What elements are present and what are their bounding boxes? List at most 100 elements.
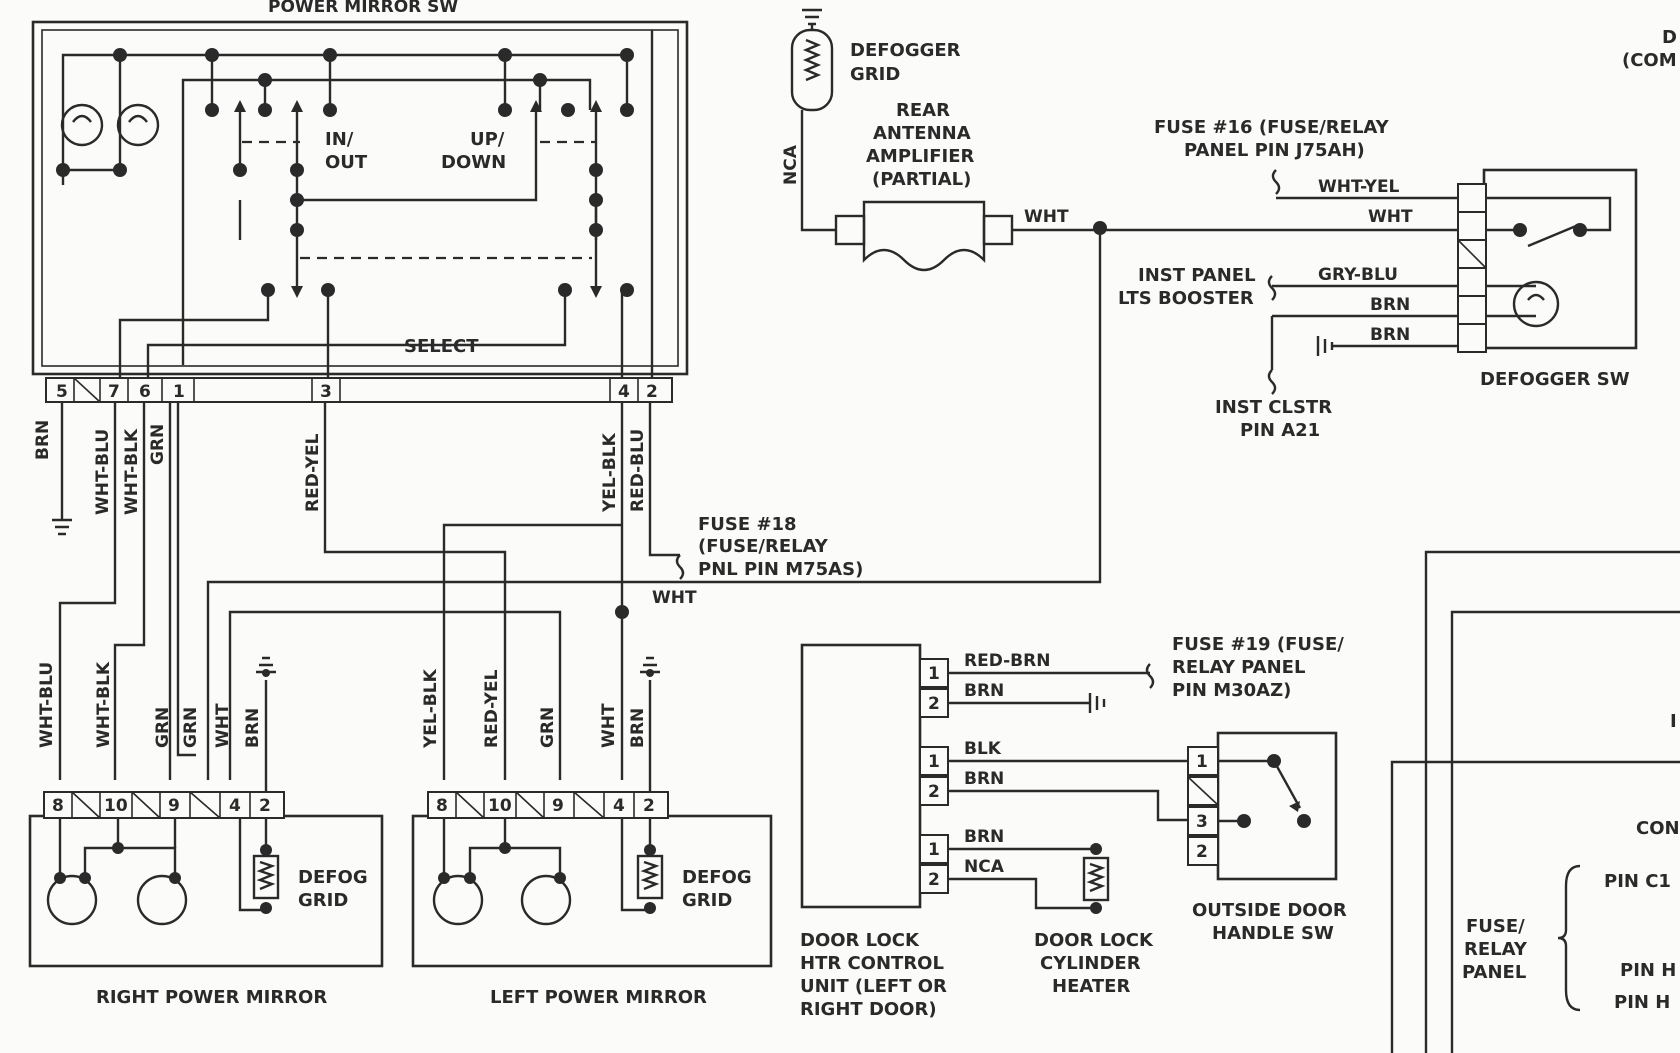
defogger-grid-1: DEFOGGER bbox=[850, 40, 961, 61]
fuse18-line3: PNL PIN M75AS) bbox=[698, 559, 863, 580]
wire-grn-4: GRN bbox=[538, 707, 558, 748]
dl-pin-2c: 2 bbox=[928, 870, 940, 890]
dl-pin-1c: 1 bbox=[928, 840, 940, 860]
dl-cyl-2: CYLINDER bbox=[1040, 953, 1141, 974]
wire-wht-antenna: WHT bbox=[1024, 207, 1069, 227]
wire-wht-blu-2: WHT-BLU bbox=[37, 662, 57, 748]
rear-antenna-4: (PARTIAL) bbox=[872, 169, 971, 190]
pin-5: 5 bbox=[56, 382, 68, 402]
rpm-pin-2: 2 bbox=[259, 796, 271, 816]
defogger-sw-title: DEFOGGER SW bbox=[1480, 369, 1630, 390]
wire-brn-dl3: BRN bbox=[964, 827, 1004, 847]
rpm-pin-10: 10 bbox=[104, 796, 128, 816]
defogger-grid-antenna: NCA DEFOGGER GRID REAR ANTENNA AMPLIFIER… bbox=[781, 8, 1458, 272]
wire-grn-1: GRN bbox=[148, 424, 168, 465]
fuse16-line1: FUSE #16 (FUSE/RELAY bbox=[1154, 117, 1390, 138]
fuse-relay-panel-3: PANEL bbox=[1462, 962, 1526, 983]
rpm-pin-8: 8 bbox=[52, 796, 64, 816]
wire-brn-3: BRN bbox=[628, 708, 648, 748]
wire-grn-3: GRN bbox=[181, 707, 201, 748]
wire-red-blu-1: RED-BLU bbox=[628, 429, 648, 512]
odh-title-2: HANDLE SW bbox=[1212, 923, 1334, 944]
dl-htr-1: DOOR LOCK bbox=[800, 930, 920, 951]
switch-harness: BRN WHT-BLU WHT-BLK GRN RED-YEL YEL-BLK … bbox=[33, 221, 1107, 780]
in-label: IN/ bbox=[325, 129, 354, 150]
pin-3: 3 bbox=[320, 382, 332, 402]
pin-7: 7 bbox=[108, 382, 120, 402]
wire-brn-dl1: BRN bbox=[964, 681, 1004, 701]
wire-wht-bus: WHT bbox=[652, 588, 697, 608]
lpm-defog-1: DEFOG bbox=[682, 867, 752, 888]
inst-clstr-2: PIN A21 bbox=[1240, 420, 1320, 441]
wire-wht-3: WHT bbox=[599, 703, 619, 748]
rear-antenna-1: REAR bbox=[896, 100, 950, 121]
partial-com: (COM bbox=[1622, 50, 1677, 71]
fuse19-line3: PIN M30AZ) bbox=[1172, 680, 1291, 701]
wire-blk: BLK bbox=[964, 739, 1002, 759]
sw-connector: 5 7 6 1 3 4 2 bbox=[45, 377, 673, 403]
right-power-mirror-title: RIGHT POWER MIRROR bbox=[96, 987, 327, 1008]
fuse-relay-panel-1: FUSE/ bbox=[1466, 916, 1525, 937]
wire-brn-1: BRN bbox=[33, 420, 53, 460]
fuse-relay-panel-2: RELAY bbox=[1464, 939, 1528, 960]
odh-pin-3: 3 bbox=[1196, 812, 1208, 832]
wire-wht-defsw: WHT bbox=[1368, 207, 1413, 227]
wire-wht-2: WHT bbox=[213, 703, 233, 748]
partial-con: CON bbox=[1636, 818, 1680, 839]
dl-pin-1b: 1 bbox=[928, 752, 940, 772]
wire-brn-2: BRN bbox=[243, 708, 263, 748]
wire-red-yel-1: RED-YEL bbox=[303, 433, 323, 512]
partial-pin-c1: PIN C1 bbox=[1604, 871, 1671, 892]
down-label: DOWN bbox=[441, 152, 506, 173]
dl-pin-1a: 1 bbox=[928, 664, 940, 684]
inst-panel-1: INST PANEL bbox=[1138, 265, 1256, 286]
lpm-pin-10: 10 bbox=[488, 796, 512, 816]
door-lock-htr: 1 2 1 2 1 2 RED-BRN BRN FUSE #19 (FUSE/ … bbox=[800, 634, 1344, 1020]
partial-d: D bbox=[1662, 27, 1677, 48]
rpm-pin-9: 9 bbox=[168, 796, 180, 816]
wire-yel-blk-1: YEL-BLK bbox=[600, 432, 620, 513]
odh-pin-2: 2 bbox=[1196, 842, 1208, 862]
lpm-defog-2: GRID bbox=[682, 890, 732, 911]
partial-right-panel: D (COM I CON PIN C1 PIN H PIN H FUSE/ RE… bbox=[1390, 27, 1680, 1053]
partial-pin-h1: PIN H bbox=[1620, 960, 1676, 981]
power-mirror-switch: POWER MIRROR SW bbox=[31, 0, 689, 403]
dl-cyl-1: DOOR LOCK bbox=[1034, 930, 1154, 951]
out-label: OUT bbox=[325, 152, 368, 173]
inst-panel-2: LTS BOOSTER bbox=[1118, 288, 1254, 309]
partial-pin-h2: PIN H bbox=[1614, 992, 1670, 1013]
wire-wht-yel: WHT-YEL bbox=[1318, 177, 1400, 197]
wire-brn-defsw1: BRN bbox=[1370, 295, 1410, 315]
fuse18-line1: FUSE #18 bbox=[698, 514, 797, 535]
dl-pin-2b: 2 bbox=[928, 782, 940, 802]
rpm-defog-1: DEFOG bbox=[298, 867, 368, 888]
wire-gry-blu: GRY-BLU bbox=[1318, 265, 1398, 285]
pin-4: 4 bbox=[618, 382, 630, 402]
up-label: UP/ bbox=[470, 129, 505, 150]
power-mirror-sw-title: POWER MIRROR SW bbox=[268, 0, 458, 17]
lpm-pin-9: 9 bbox=[552, 796, 564, 816]
defogger-grid-2: GRID bbox=[850, 64, 900, 85]
wire-red-brn: RED-BRN bbox=[964, 651, 1050, 671]
fuse19-line2: RELAY PANEL bbox=[1172, 657, 1305, 678]
dl-pin-2a: 2 bbox=[928, 694, 940, 714]
wire-wht-blk-1: WHT-BLK bbox=[122, 428, 142, 515]
wire-grn-2: GRN bbox=[153, 707, 173, 748]
dl-htr-3: UNIT (LEFT OR bbox=[800, 976, 947, 997]
wire-nca-2: NCA bbox=[964, 857, 1005, 877]
left-power-mirror: 8 10 9 4 2 DEFOG GRID LEFT POWER MIRROR … bbox=[411, 656, 773, 1008]
lpm-pin-8: 8 bbox=[436, 796, 448, 816]
lpm-pin-2: 2 bbox=[643, 796, 655, 816]
rear-antenna-2: ANTENNA bbox=[873, 123, 971, 144]
odh-title-1: OUTSIDE DOOR bbox=[1192, 900, 1347, 921]
wire-red-yel-2: RED-YEL bbox=[482, 669, 502, 748]
defogger-switch: FUSE #16 (FUSE/RELAY PANEL PIN J75AH) WH… bbox=[1118, 117, 1638, 441]
fuse16-line2: PANEL PIN J75AH) bbox=[1184, 140, 1365, 161]
rear-antenna-3: AMPLIFIER bbox=[866, 146, 974, 167]
rpm-pin-4: 4 bbox=[229, 796, 241, 816]
pin-2: 2 bbox=[646, 382, 658, 402]
wire-wht-blk-2: WHT-BLK bbox=[94, 661, 114, 748]
partial-i: I bbox=[1670, 711, 1677, 732]
